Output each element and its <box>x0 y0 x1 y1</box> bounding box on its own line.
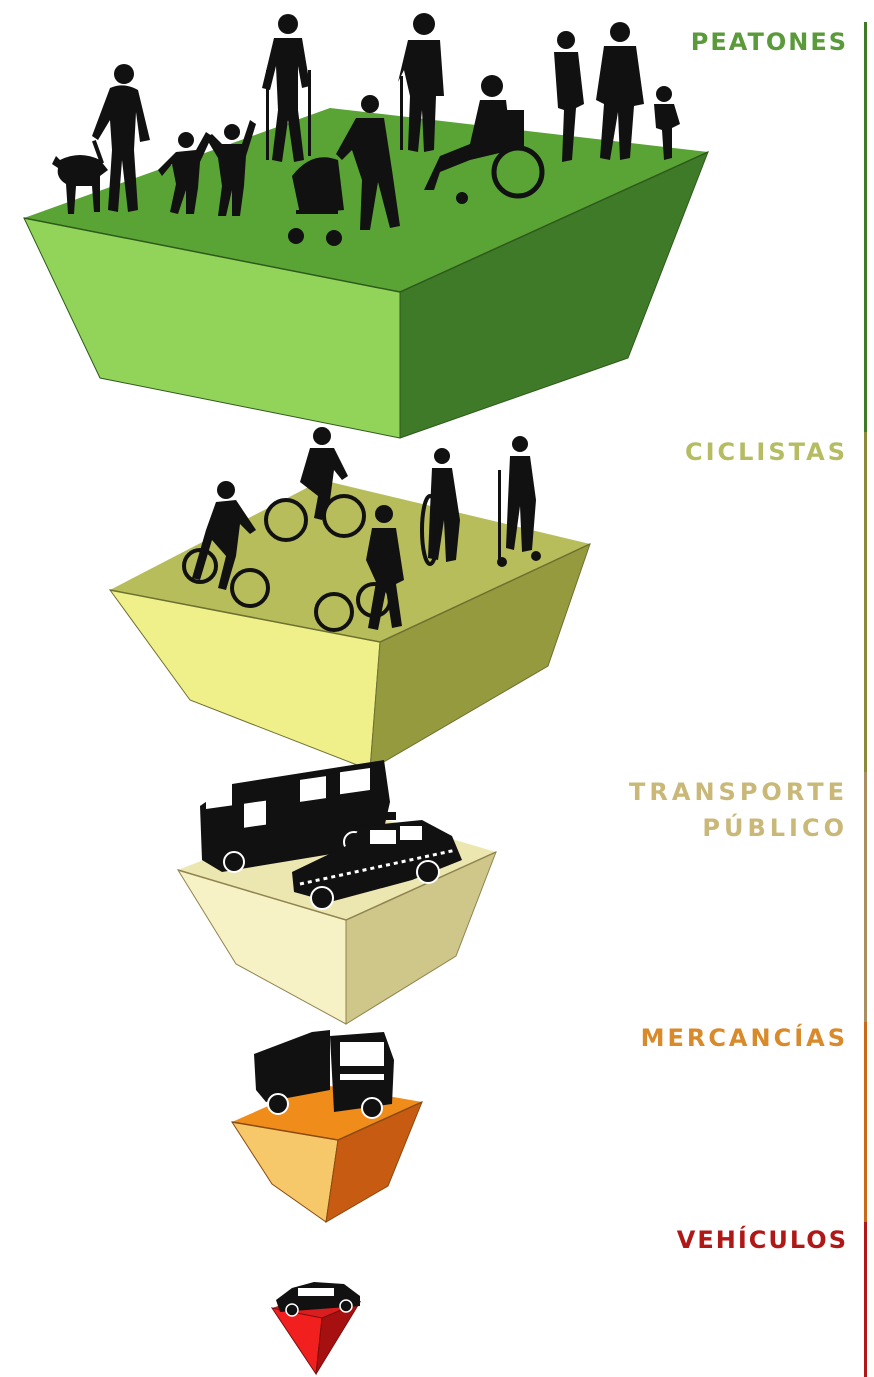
truck-icon <box>254 1030 394 1119</box>
cane-walker-icon <box>398 13 444 152</box>
cyclist-silhouettes <box>182 427 541 632</box>
label-vehiculos-line: VEHÍCULOS <box>676 1226 848 1254</box>
scooter-rider-icon <box>497 436 541 567</box>
crutches-walker-icon <box>262 14 311 162</box>
transit-silhouettes <box>200 760 462 910</box>
vehiculos-left-face <box>270 1307 323 1376</box>
label-transporte-line-2: PÚBLICO <box>702 814 848 842</box>
family-walking-icon <box>554 22 680 162</box>
stroller-icon <box>288 95 400 246</box>
guide-dog-walker-icon <box>52 64 150 214</box>
label-mercancias-line: MERCANCÍAS <box>640 1024 848 1052</box>
label-transporte-line-1: TRANSPORTE <box>629 778 848 806</box>
label-mercancias: MERCANCÍAS <box>641 1020 848 1056</box>
layer-ciclistas <box>108 480 591 771</box>
wheelchair-icon <box>424 75 545 204</box>
label-peatones-line: PEATONES <box>690 28 848 56</box>
layer-mercancias <box>230 1084 423 1223</box>
bike-pusher-icon <box>420 448 460 566</box>
label-ciclistas: CICLISTAS <box>685 434 848 470</box>
children-playing-icon <box>158 120 256 216</box>
ciclistas-top-face <box>110 480 590 642</box>
label-ciclistas-line: CICLISTAS <box>684 438 848 466</box>
hierarchy-side-bar <box>864 22 867 1377</box>
pedestrian-silhouettes <box>52 13 680 246</box>
label-peatones: PEATONES <box>691 24 848 60</box>
taxi-icon <box>292 812 462 910</box>
cyclist-icon <box>264 427 366 542</box>
label-vehiculos: VEHÍCULOS <box>677 1222 848 1258</box>
bike-pusher-icon <box>314 505 404 632</box>
label-transporte-publico: TRANSPORTE PÚBLICO <box>629 774 848 846</box>
cyclist-icon <box>182 481 270 608</box>
car-icon <box>276 1282 360 1317</box>
